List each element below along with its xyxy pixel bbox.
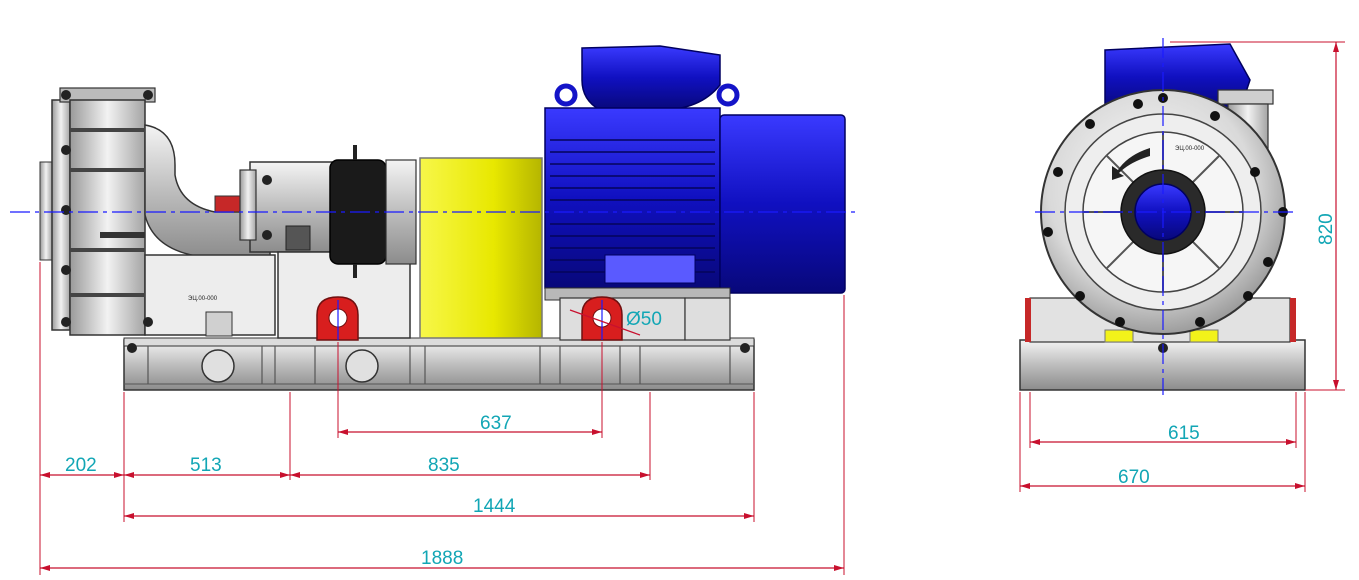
flange-bolts (1043, 93, 1288, 327)
front-dimension-lines (1020, 42, 1337, 487)
bolt-icon (143, 317, 153, 327)
bolt-icon (1053, 167, 1063, 177)
bolt-icon (1250, 167, 1260, 177)
bolt-icon (1115, 317, 1125, 327)
dimension-615: 615 (1168, 423, 1200, 444)
dimension-835: 835 (428, 455, 460, 476)
dimension-1444: 1444 (473, 496, 516, 517)
discharge-nozzle (1217, 89, 1274, 105)
dimension-637: 637 (480, 413, 512, 434)
front-view: ЭЦ.00-000 (1019, 38, 1345, 492)
bolt-icon (61, 317, 71, 327)
dimension-1888: 1888 (421, 548, 463, 569)
bolt-icon (1195, 317, 1205, 327)
arrow-heads (40, 429, 844, 571)
dimension-670: 670 (1118, 467, 1150, 488)
dimension-820: 820 (1316, 213, 1337, 245)
bolt-icon (740, 343, 750, 353)
base-frame (123, 337, 755, 391)
bolt-icon (262, 175, 272, 185)
dimension-202: 202 (65, 455, 97, 476)
bolt-icon (61, 205, 71, 215)
lifting-eye-icon (716, 83, 740, 107)
lifting-eye-icon (554, 83, 578, 107)
extension-lines (39, 262, 845, 575)
bolt-icon (1263, 257, 1273, 267)
base-hole (201, 349, 235, 383)
bolt-icon (143, 90, 153, 100)
dimension-lines (40, 309, 844, 569)
bolt-icon (1243, 291, 1253, 301)
base-hole (345, 349, 379, 383)
electric-motor (544, 45, 846, 341)
bolt-icon (61, 265, 71, 275)
foot-hole-diameter: Ø50 (626, 309, 662, 330)
bolt-icon (61, 145, 71, 155)
side-nameplate: ЭЦ.00-000 (188, 296, 218, 302)
bolt-icon (1085, 119, 1095, 129)
bolt-icon (1210, 111, 1220, 121)
bolt-icon (1075, 291, 1085, 301)
bolt-icon (1043, 227, 1053, 237)
side-view: ЭЦ.00-000 (10, 45, 860, 575)
pump-casing: ЭЦ.00-000 (39, 87, 276, 337)
rotation-arrow-icon (1112, 148, 1150, 180)
bolt-icon (1133, 99, 1143, 109)
front-extension-lines (1019, 41, 1345, 492)
bolt-icon (61, 90, 71, 100)
dimension-513: 513 (190, 455, 222, 476)
bolt-icon (262, 230, 272, 240)
bolt-icon (127, 343, 137, 353)
front-arrow-heads (1020, 42, 1339, 489)
front-nameplate: ЭЦ.00-000 (1175, 146, 1205, 152)
coupling-guard (419, 157, 543, 339)
